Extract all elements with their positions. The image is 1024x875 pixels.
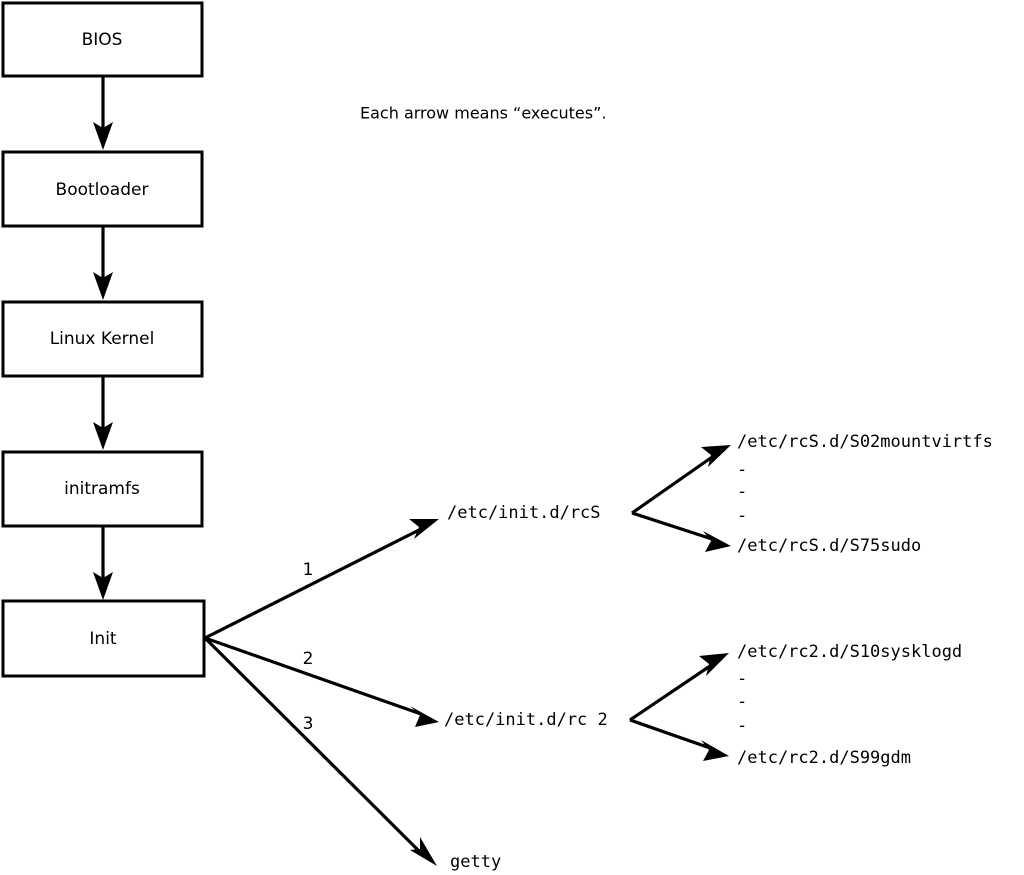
arrow-rc2-to-last-script: [629, 718, 729, 761]
arrow-rc2-to-first-script: [629, 653, 729, 722]
node-bootloader: Bootloader: [1, 150, 204, 228]
arrow-rcs-to-first-script: [631, 445, 731, 515]
initramfs-label: initramfs: [64, 479, 140, 499]
linux-kernel-label: Linux Kernel: [50, 329, 155, 349]
rcs-child-ellipsis-1: -: [737, 460, 747, 480]
node-linux-kernel: Linux Kernel: [1, 300, 204, 378]
arrow-init-to-getty: [203, 636, 437, 866]
rcs-child-ellipsis-3: -: [737, 506, 747, 526]
arrow-head: [701, 740, 729, 761]
arrow-shaft: [204, 526, 424, 640]
branch-number-2: 2: [303, 649, 314, 669]
bootloader-label: Bootloader: [56, 180, 149, 200]
init-label: Init: [89, 629, 117, 649]
linux-kernel-box: [1, 300, 204, 378]
rcs-child-ellipsis-2: -: [737, 482, 747, 502]
target-label-rcs: /etc/init.d/rcS: [447, 503, 601, 523]
bios-label: BIOS: [82, 30, 123, 50]
arrow-head: [93, 122, 113, 150]
arrow-shaft: [629, 662, 714, 722]
legend-note: Each arrow means “executes”.: [360, 104, 606, 123]
rc2-child-last: /etc/rc2.d/S99gdm: [737, 748, 911, 768]
arrow-head: [93, 272, 113, 300]
node-bios: BIOS: [1, 1, 204, 78]
node-init: Init: [1, 599, 206, 678]
init-box: [1, 599, 206, 678]
target-label-getty: getty: [450, 852, 501, 872]
arrow-bios-to-bootloader: [93, 77, 113, 150]
arrow-init-to-rc2: [204, 636, 439, 727]
node-initramfs: initramfs: [1, 450, 204, 528]
branch-number-3: 3: [303, 714, 314, 734]
bios-box: [1, 1, 204, 78]
arrow-rcs-to-last-script: [631, 511, 731, 552]
rcs-child-last: /etc/rcS.d/S75sudo: [737, 536, 921, 556]
arrow-shaft: [631, 453, 716, 515]
arrow-init-to-rcs: [204, 519, 439, 640]
rc2-child-ellipsis-2: -: [737, 692, 747, 712]
arrow-head: [699, 653, 729, 676]
arrow-head: [410, 837, 437, 866]
arrow-head: [409, 519, 439, 539]
arrow-kernel-to-initramfs: [93, 377, 113, 450]
arrow-shaft: [203, 636, 422, 854]
rcs-child-first: /etc/rcS.d/S02mountvirtfs: [737, 432, 993, 452]
arrow-head: [93, 422, 113, 450]
rc2-child-ellipsis-1: -: [737, 669, 747, 689]
rc2-child-ellipsis-3: -: [737, 716, 747, 736]
branch-number-1: 1: [303, 560, 314, 580]
arrow-head: [703, 531, 731, 552]
rc2-child-first: /etc/rc2.d/S10sysklogd: [737, 642, 962, 662]
arrow-shaft: [204, 636, 422, 716]
arrow-head: [93, 572, 113, 600]
initramfs-box: [1, 450, 204, 528]
arrow-bootloader-to-kernel: [93, 227, 113, 300]
bootloader-box: [1, 150, 204, 228]
arrow-initramfs-to-init: [93, 527, 113, 600]
arrow-shaft: [629, 718, 711, 750]
arrow-head: [410, 706, 439, 727]
arrow-head: [701, 445, 731, 467]
arrow-shaft: [631, 511, 713, 541]
target-label-rc2: /etc/init.d/rc 2: [444, 710, 608, 730]
